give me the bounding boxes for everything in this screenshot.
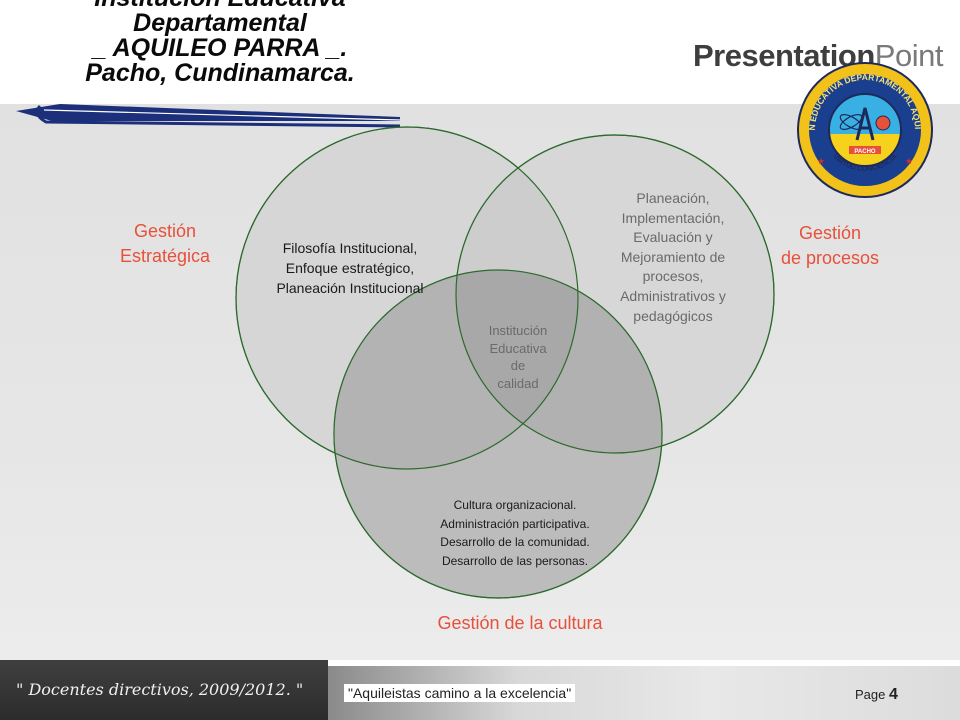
- page-number: 4: [889, 686, 898, 703]
- page-label: Page: [855, 687, 886, 702]
- text-center: Institución Educativa de calidad: [488, 323, 548, 391]
- label-processes: Gestión de procesos: [780, 223, 880, 268]
- text-strategic: Filosofía Institucional, Enfoque estraté…: [276, 240, 424, 296]
- text-culture: Cultura organizacional. Administración p…: [440, 498, 590, 568]
- label-strategic: Gestión Estratégica: [119, 221, 211, 266]
- page-indicator: Page 4: [855, 686, 898, 704]
- title-line-4: Pacho, Cundinamarca.: [85, 59, 355, 87]
- label-culture: Gestión de la cultura: [437, 613, 603, 633]
- footer-dark-panel: [0, 660, 328, 720]
- title-line-2: Departamental: [133, 9, 307, 37]
- svg-text:★: ★: [905, 156, 913, 166]
- school-seal-logo: INSTITUCION EDUCATIVA DEPARTAMENTAL AQUI…: [795, 60, 933, 198]
- svg-text:★: ★: [817, 156, 825, 166]
- footer-quote: " Docentes directivos, 2009/2012. ": [16, 680, 304, 699]
- title-arrow-decoration: [16, 104, 401, 128]
- slide-title: Institución Educativa Departamental _ AQ…: [40, 0, 400, 86]
- svg-text:PACHO: PACHO: [854, 149, 876, 155]
- footer-slogan: "Aquileistas camino a la excelencia": [344, 684, 576, 702]
- title-line-3: _ AQUILEO PARRA _.: [92, 34, 348, 62]
- title-line-1: Institución Educativa: [40, 0, 400, 11]
- text-processes: Planeación, Implementación, Evaluación y…: [620, 190, 726, 324]
- presentationpoint-logo: PresentationPoint: [693, 38, 943, 74]
